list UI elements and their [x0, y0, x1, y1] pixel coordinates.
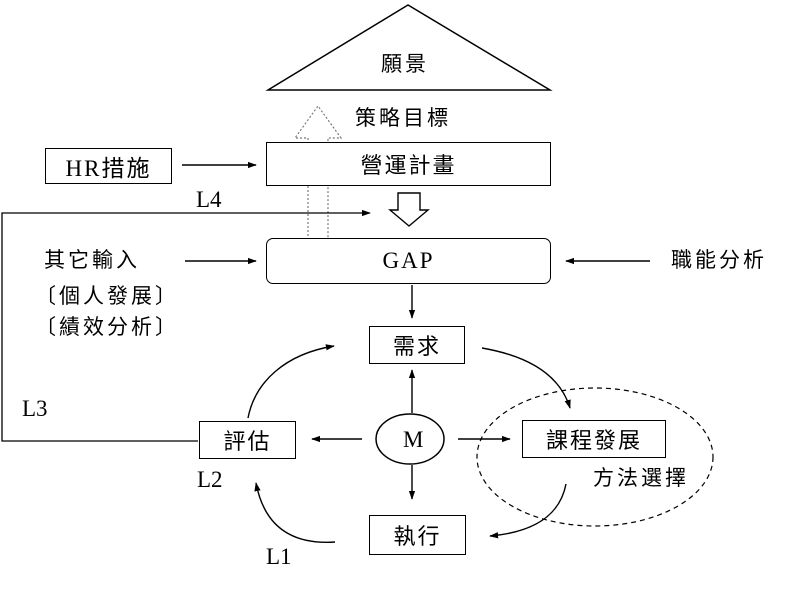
course-development-box: 課程發展 [522, 420, 666, 458]
needs-label: 需求 [392, 335, 441, 360]
personal-development-label: 〔個人發展〕 [35, 284, 179, 308]
needs-box: 需求 [369, 326, 465, 364]
vision-triangle [265, 4, 553, 91]
performance-analysis-label: 〔績效分析〕 [35, 315, 179, 339]
evaluation-label: 評估 [223, 430, 272, 455]
operation-plan-label: 營運計畫 [360, 154, 457, 179]
competency-analysis-label: 職能分析 [671, 248, 767, 272]
m-label: M [403, 427, 424, 452]
plan-down-arrow [388, 192, 430, 227]
gap-box: GAP [266, 238, 551, 284]
vision-label: 願景 [381, 52, 429, 76]
other-inputs-label: 其它輸入 [44, 248, 140, 272]
course-development-label: 課程發展 [545, 429, 642, 454]
feedback-loop-l3-l4 [1, 209, 371, 442]
course-to-execution-curve [489, 483, 567, 539]
method-selection-ellipse [476, 387, 714, 527]
hr-measures-label: HR措施 [65, 156, 152, 181]
loop-l3-label: L3 [22, 396, 48, 421]
evaluation-box: 評估 [199, 421, 296, 459]
execution-to-evaluation-curve [254, 482, 336, 543]
operation-plan-box: 營運計畫 [266, 142, 551, 186]
loop-l4-label: L4 [196, 187, 222, 212]
execution-box: 執行 [369, 515, 466, 555]
needs-to-course-curve [481, 347, 571, 409]
m-circle [375, 413, 445, 465]
loop-l1-label: L1 [266, 544, 292, 569]
evaluation-to-needs-curve [247, 344, 335, 419]
gap-label: GAP [382, 248, 435, 273]
hr-measures-box: HR措施 [45, 148, 172, 184]
method-selection-label: 方法選擇 [593, 466, 689, 490]
execution-label: 執行 [393, 525, 442, 550]
strategy-goal-label: 策略目標 [355, 106, 451, 130]
loop-l2-label: L2 [197, 467, 223, 492]
strategy-up-arrow [293, 104, 343, 240]
